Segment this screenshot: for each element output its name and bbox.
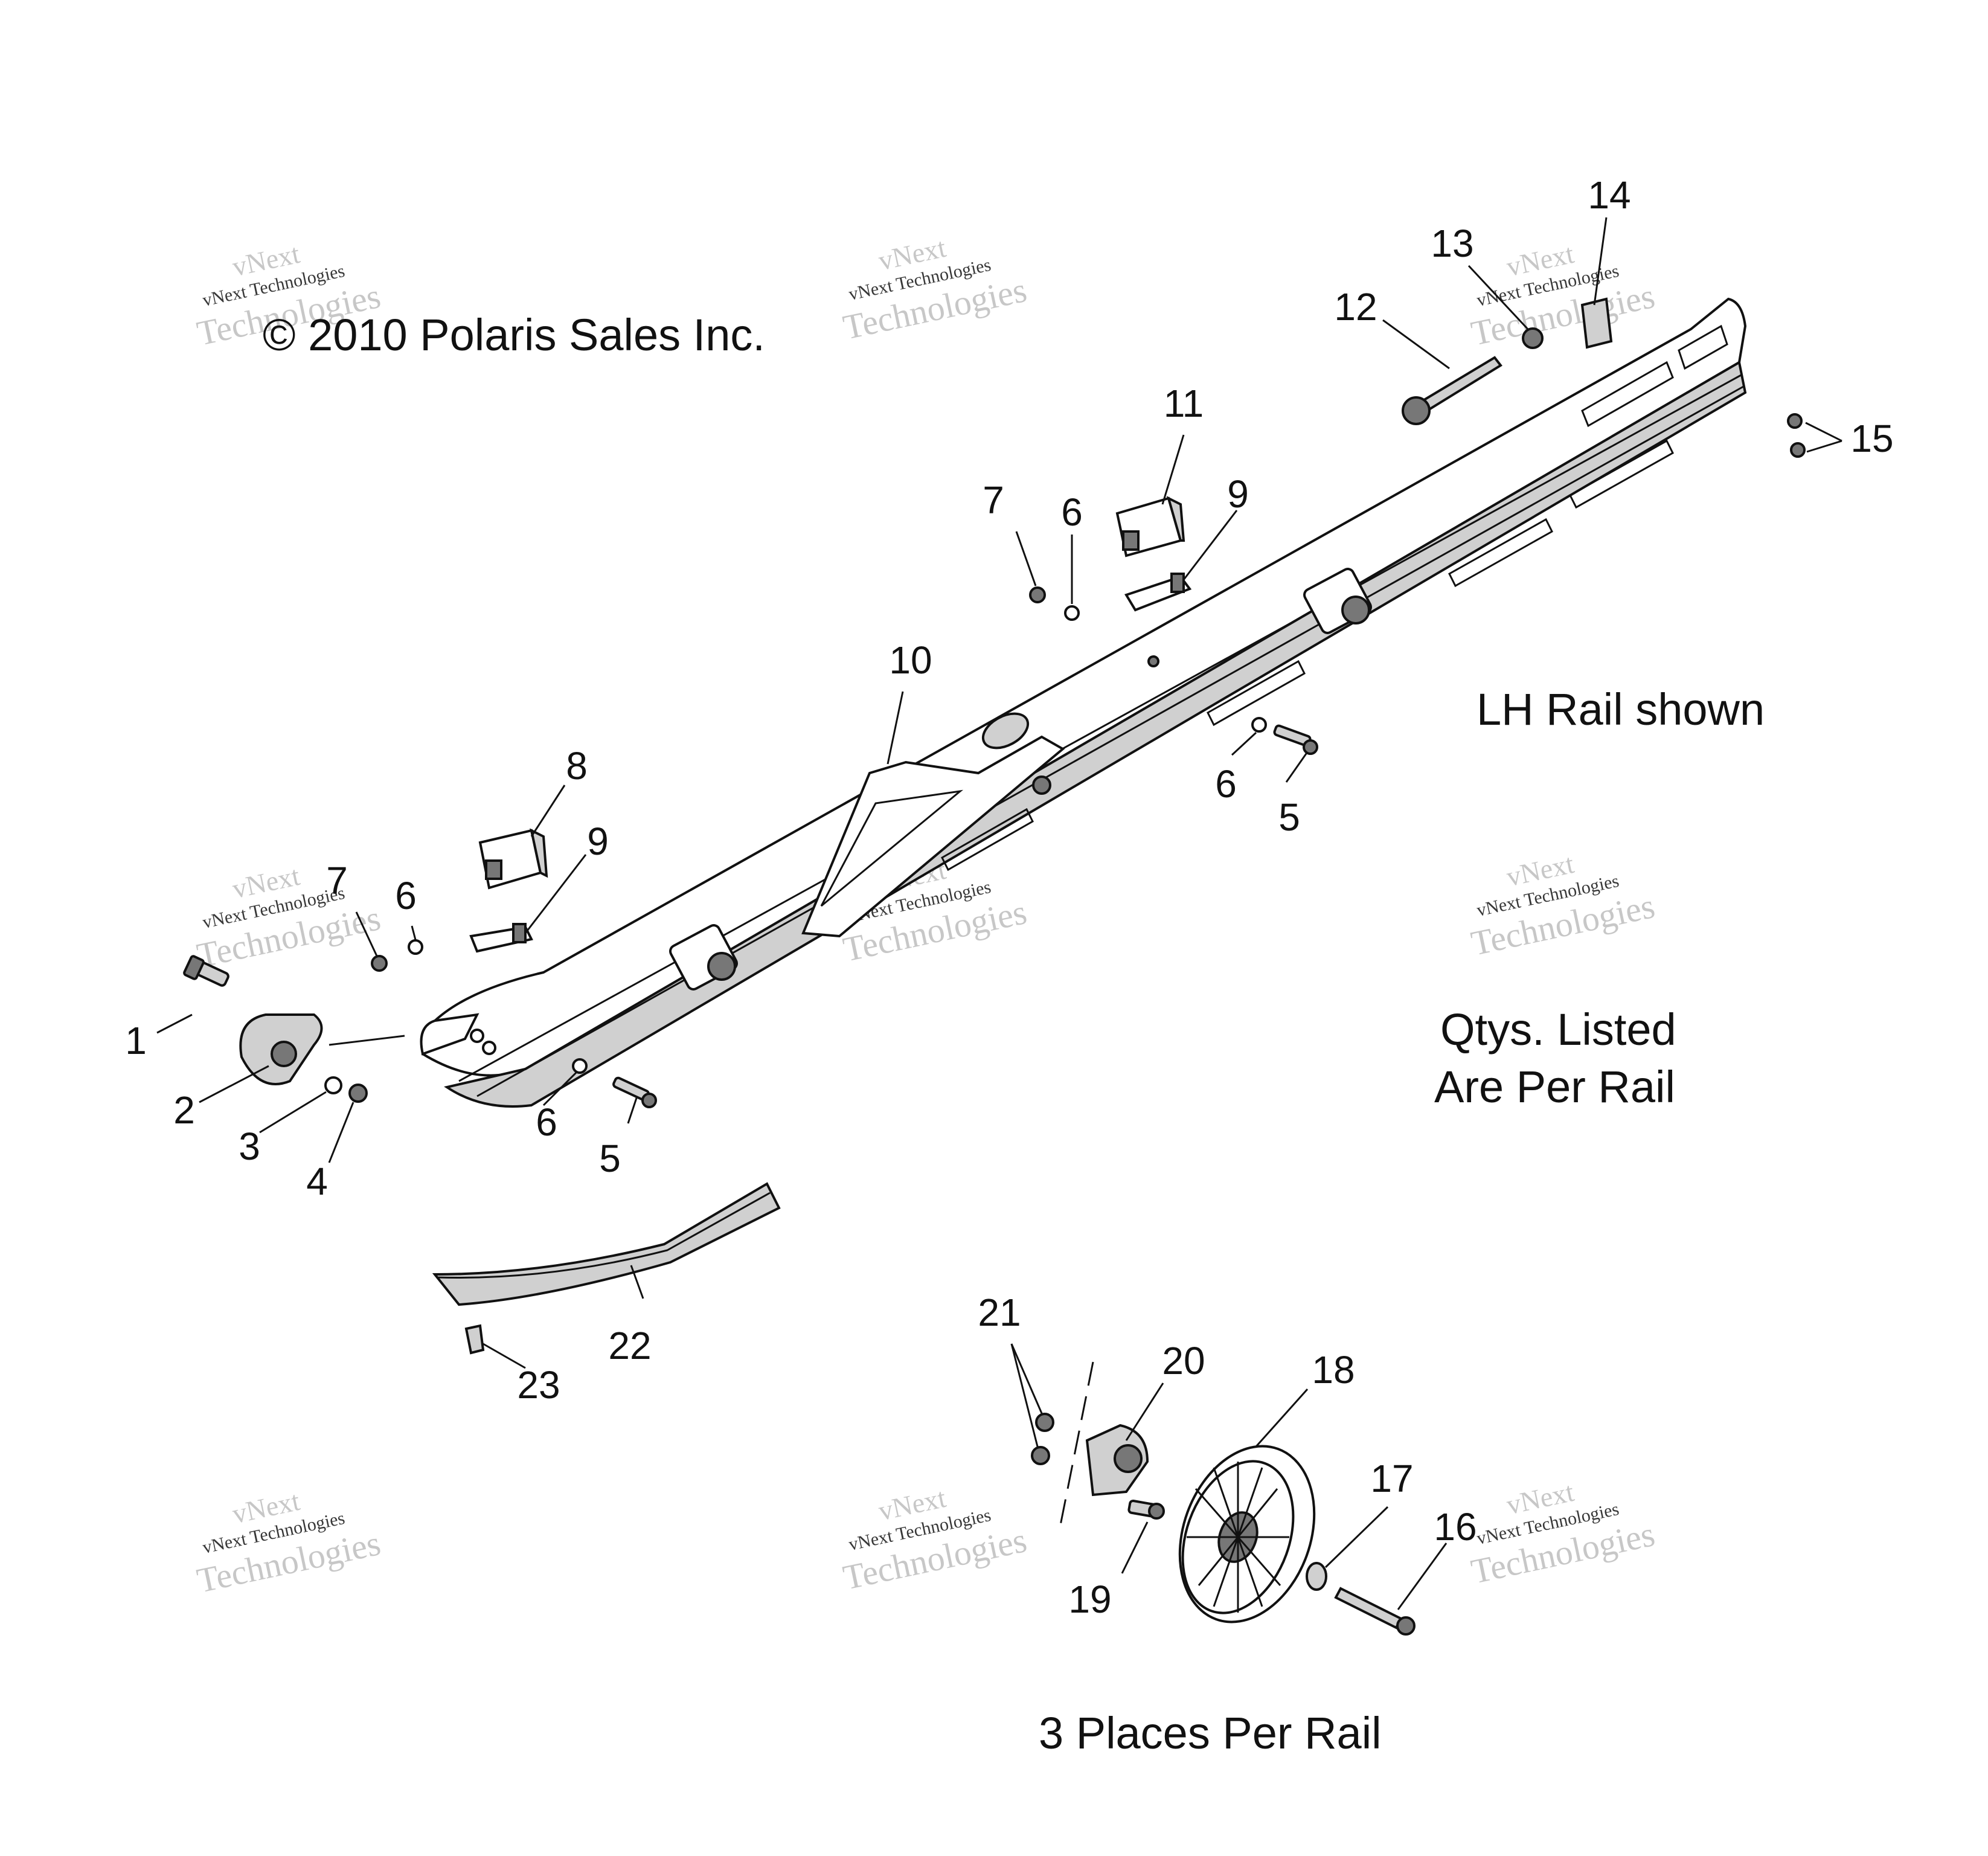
- part-1-bolt: [183, 955, 229, 987]
- part-20-axle-housing: [1085, 1424, 1149, 1497]
- callout-13: 13: [1431, 222, 1473, 265]
- part-21-nut-a: [1035, 1413, 1054, 1432]
- part-6-washer-d: [1251, 717, 1267, 733]
- rail-assembly: [420, 297, 1747, 1108]
- callout-15: 15: [1850, 417, 1893, 460]
- part-6-washer-b: [572, 1058, 588, 1074]
- callout-10: 10: [889, 638, 932, 682]
- callout-21: 21: [978, 1291, 1021, 1334]
- watermark-bottom-left: vNext vNext Technologies Technologies: [193, 1485, 383, 1601]
- callout-6d: 6: [1215, 762, 1237, 806]
- part-8-block: [478, 828, 548, 890]
- callout-6c: 6: [1061, 490, 1083, 534]
- callout-16: 16: [1434, 1505, 1477, 1549]
- callout-5a: 5: [599, 1137, 621, 1180]
- callout-6a: 6: [395, 874, 417, 917]
- part-15-rivet-b: [1790, 442, 1806, 458]
- leader-lines: [156, 217, 1842, 1610]
- part-6-washer-a: [408, 939, 423, 955]
- watermark-bottom-right: vNext vNext Technologies Technologies: [1467, 1476, 1658, 1591]
- copyright-text: © 2010 Polaris Sales Inc.: [263, 310, 765, 360]
- part-2-bumper: [239, 1013, 323, 1085]
- part-18-wheel: [1178, 1445, 1316, 1623]
- callout-20: 20: [1162, 1339, 1205, 1382]
- callout-8: 8: [566, 744, 588, 788]
- part-9-bracket-lower: [469, 923, 533, 953]
- part-7-nut-a: [371, 955, 388, 972]
- part-21-nut-b: [1031, 1446, 1050, 1465]
- part-11-block: [1115, 496, 1185, 557]
- part-19-bolt: [1127, 1499, 1165, 1520]
- callout-6b: 6: [536, 1100, 557, 1144]
- watermark-top-center: vNext vNext Technologies Technologies: [839, 232, 1030, 347]
- part-6-washer-c: [1064, 605, 1080, 621]
- callout-9b: 9: [1227, 472, 1249, 516]
- callout-1: 1: [125, 1019, 147, 1062]
- part-17-washer: [1306, 1562, 1327, 1591]
- watermark-bottom-center: vNext vNext Technologies Technologies: [839, 1482, 1030, 1598]
- callout-5b: 5: [1278, 795, 1300, 839]
- callout-3: 3: [239, 1125, 260, 1168]
- callout-12: 12: [1334, 285, 1377, 329]
- axis-dash-line: [1059, 1361, 1094, 1529]
- part-22-slide: [432, 1182, 781, 1306]
- watermark-mid-left: vNext vNext Technologies Technologies: [193, 860, 383, 975]
- callout-11: 11: [1164, 382, 1204, 425]
- part-4-nut: [348, 1084, 368, 1103]
- callout-18: 18: [1312, 1348, 1355, 1392]
- part-7-nut-b: [1029, 586, 1046, 603]
- part-15-rivet-a: [1787, 413, 1803, 429]
- part-23-rivet: [464, 1324, 485, 1355]
- callout-7a: 7: [326, 859, 348, 902]
- watermark-mid-right: vNext vNext Technologies Technologies: [1467, 848, 1658, 963]
- part-9-bracket-upper: [1124, 573, 1192, 612]
- part-3-washer: [324, 1076, 342, 1094]
- callout-23: 23: [517, 1363, 560, 1407]
- callout-14: 14: [1588, 173, 1630, 217]
- note-lh-rail: LH Rail shown: [1477, 684, 1765, 734]
- watermark-top-right: vNext vNext Technologies Technologies: [1467, 238, 1658, 353]
- note-qtys-line2: Are Per Rail: [1434, 1062, 1675, 1112]
- part-12-axle-bolt: [1402, 356, 1502, 425]
- callout-4: 4: [306, 1160, 328, 1203]
- part-14-bracket: [1580, 297, 1613, 349]
- note-places-per-rail: 3 Places Per Rail: [1039, 1708, 1382, 1758]
- callout-9a: 9: [587, 820, 609, 863]
- callout-7b: 7: [983, 478, 1004, 522]
- callout-19: 19: [1068, 1578, 1111, 1621]
- part-5-bolt-lower: [612, 1076, 657, 1108]
- part-5-bolt-upper: [1273, 724, 1318, 755]
- callout-2: 2: [173, 1088, 195, 1132]
- callout-22: 22: [608, 1324, 651, 1367]
- note-qtys-line1: Qtys. Listed: [1440, 1004, 1676, 1055]
- callout-labels: 1 2 3 4 7 6 8 9 10 6 5 7 6 11 9 6 5 12 1…: [125, 173, 1893, 1621]
- part-16-bolt: [1334, 1587, 1416, 1636]
- callout-17: 17: [1370, 1457, 1413, 1500]
- part-13-nut: [1522, 327, 1544, 349]
